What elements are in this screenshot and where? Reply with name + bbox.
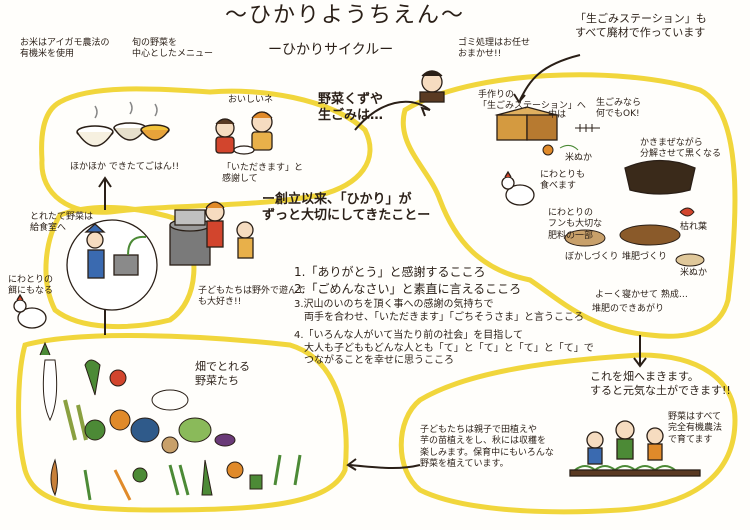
chicken-right xyxy=(501,170,535,206)
note-compost: 堆肥づくり xyxy=(622,252,668,262)
field-kids-loop xyxy=(43,204,197,330)
note-mix: かきまぜながら 分解させて黒くなる xyxy=(640,138,722,160)
principle-item-1: 1.「ありがとう」と感謝するこころ xyxy=(294,265,486,279)
note-aging: よーく寝かせて 熟成… xyxy=(595,290,688,300)
note-rice-bran-2: 米ぬか xyxy=(680,268,708,278)
compost-loop xyxy=(400,72,738,339)
compost-box xyxy=(494,106,560,141)
note-child-play: 子どもたちは野外で遊んで も大好き!! xyxy=(198,286,306,308)
note-station: 「生ごみステーション」も すべて廃材で作っています xyxy=(575,12,707,39)
compost-piles xyxy=(564,207,705,267)
food-scraps xyxy=(542,124,600,156)
kitchen-loop xyxy=(39,86,373,215)
note-chicken-eat: にわとりも 食べます xyxy=(540,170,586,192)
note-anything-ok: 生ごみなら 何でもOK! xyxy=(596,98,642,120)
note-seasonal-veg: 旬の野菜を 中心としたメニュー xyxy=(132,38,214,60)
note-itadakimasu: 「いただきます」と 感謝して xyxy=(222,163,304,185)
page-title: 〜ひかりようちえん〜 xyxy=(225,3,466,28)
note-veg-scraps: 野菜くずや 生ごみは… xyxy=(318,92,384,124)
compost-bin xyxy=(624,159,696,195)
note-inside: 中は xyxy=(548,110,567,120)
rice-bowls xyxy=(76,101,170,147)
note-compost-done: 堆肥のできあがり xyxy=(592,304,665,314)
station-man xyxy=(419,70,445,103)
page-subtitle: ーひかりサイクルー xyxy=(268,42,394,58)
note-chickens-help: にわとりの 餌にもなる xyxy=(8,275,54,297)
note-kids-plant: 子どもたちは親子で田植えや 芋の苗植えをし、秋には収穫を 楽しみます。保育中にも… xyxy=(420,425,554,469)
farm-kids xyxy=(569,420,701,477)
note-fallen-leaves: 枯れ葉 xyxy=(680,222,708,232)
note-field-veg: 畑でとれる 野菜たち xyxy=(195,360,250,387)
principle-item-2: 2.「ごめんなさい」と素直に言えるこころ xyxy=(294,282,522,296)
note-station-man: ゴミ処理はお任せ おまかせ!! xyxy=(458,38,531,60)
note-cooked-rice: ほかほか できたてごはん!! xyxy=(70,162,180,172)
note-chicken-use: にわとりの フンも大切な 肥料の一部 xyxy=(548,208,603,241)
note-rice: お米はアイガモ農法の 有機米を使用 xyxy=(20,38,110,60)
note-organic: 野菜はすべて 完全有機農法 で育てます xyxy=(668,412,723,445)
note-station-label: 手作りの 「生ごみステーション」へ xyxy=(478,90,586,112)
principle-item-4: 4.「いろんな人がいて当たり前の社会」を目指して 大人も子どももどんな人とも「て… xyxy=(294,330,594,366)
vegetable-loop xyxy=(16,333,349,513)
vegetables xyxy=(39,341,302,501)
note-bokashi: ぼかしづくり xyxy=(565,252,619,262)
farm-loop xyxy=(398,352,738,515)
note-harvest-veg: とれたて野菜は 給食室へ xyxy=(30,212,94,234)
note-spread: これを畑へまきます。 すると元気な土ができます!! xyxy=(590,370,731,397)
note-oishii: おいしいネ xyxy=(228,95,274,105)
eating-kids xyxy=(215,111,273,155)
principles-heading: ー創立以来、「ひかり」が ずっと大切にしてきたことー xyxy=(262,192,431,224)
chicken-left xyxy=(13,293,47,329)
kitchen-circle xyxy=(66,219,158,311)
principle-item-3: 3.沢山のいのちを頂く事への感謝の気持ちで 両手を合わせ、「いただきます」「ごち… xyxy=(294,299,584,323)
note-rice-bran-1: 米ぬか xyxy=(565,153,593,163)
outdoor-stove xyxy=(169,201,254,266)
